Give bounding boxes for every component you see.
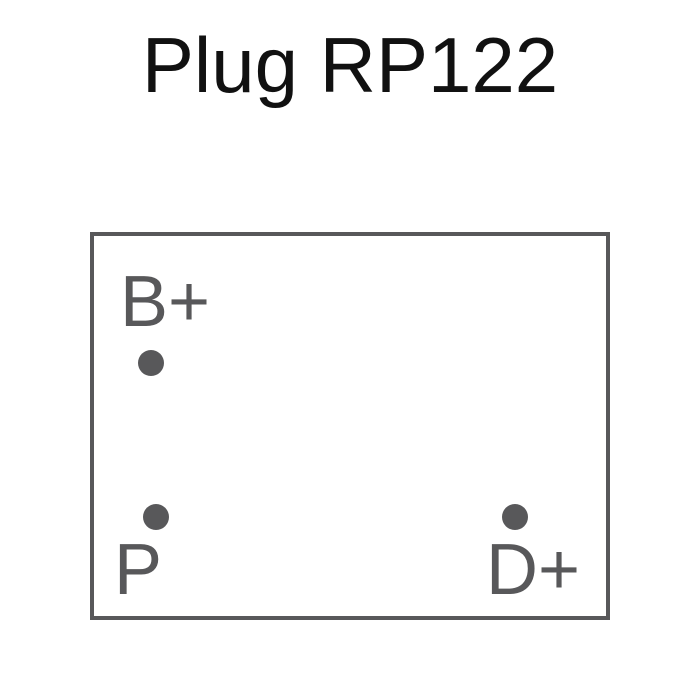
pin-label-p: P: [114, 530, 163, 610]
pin-dot-b-plus: [138, 350, 164, 376]
diagram-title: Plug RP122: [141, 21, 559, 109]
pin-dot-p: [143, 504, 169, 530]
pin-dot-d-plus: [502, 504, 528, 530]
plug-outline: [90, 232, 610, 620]
pin-label-d-plus: D+: [486, 530, 581, 610]
pin-label-b-plus: B+: [120, 262, 211, 342]
